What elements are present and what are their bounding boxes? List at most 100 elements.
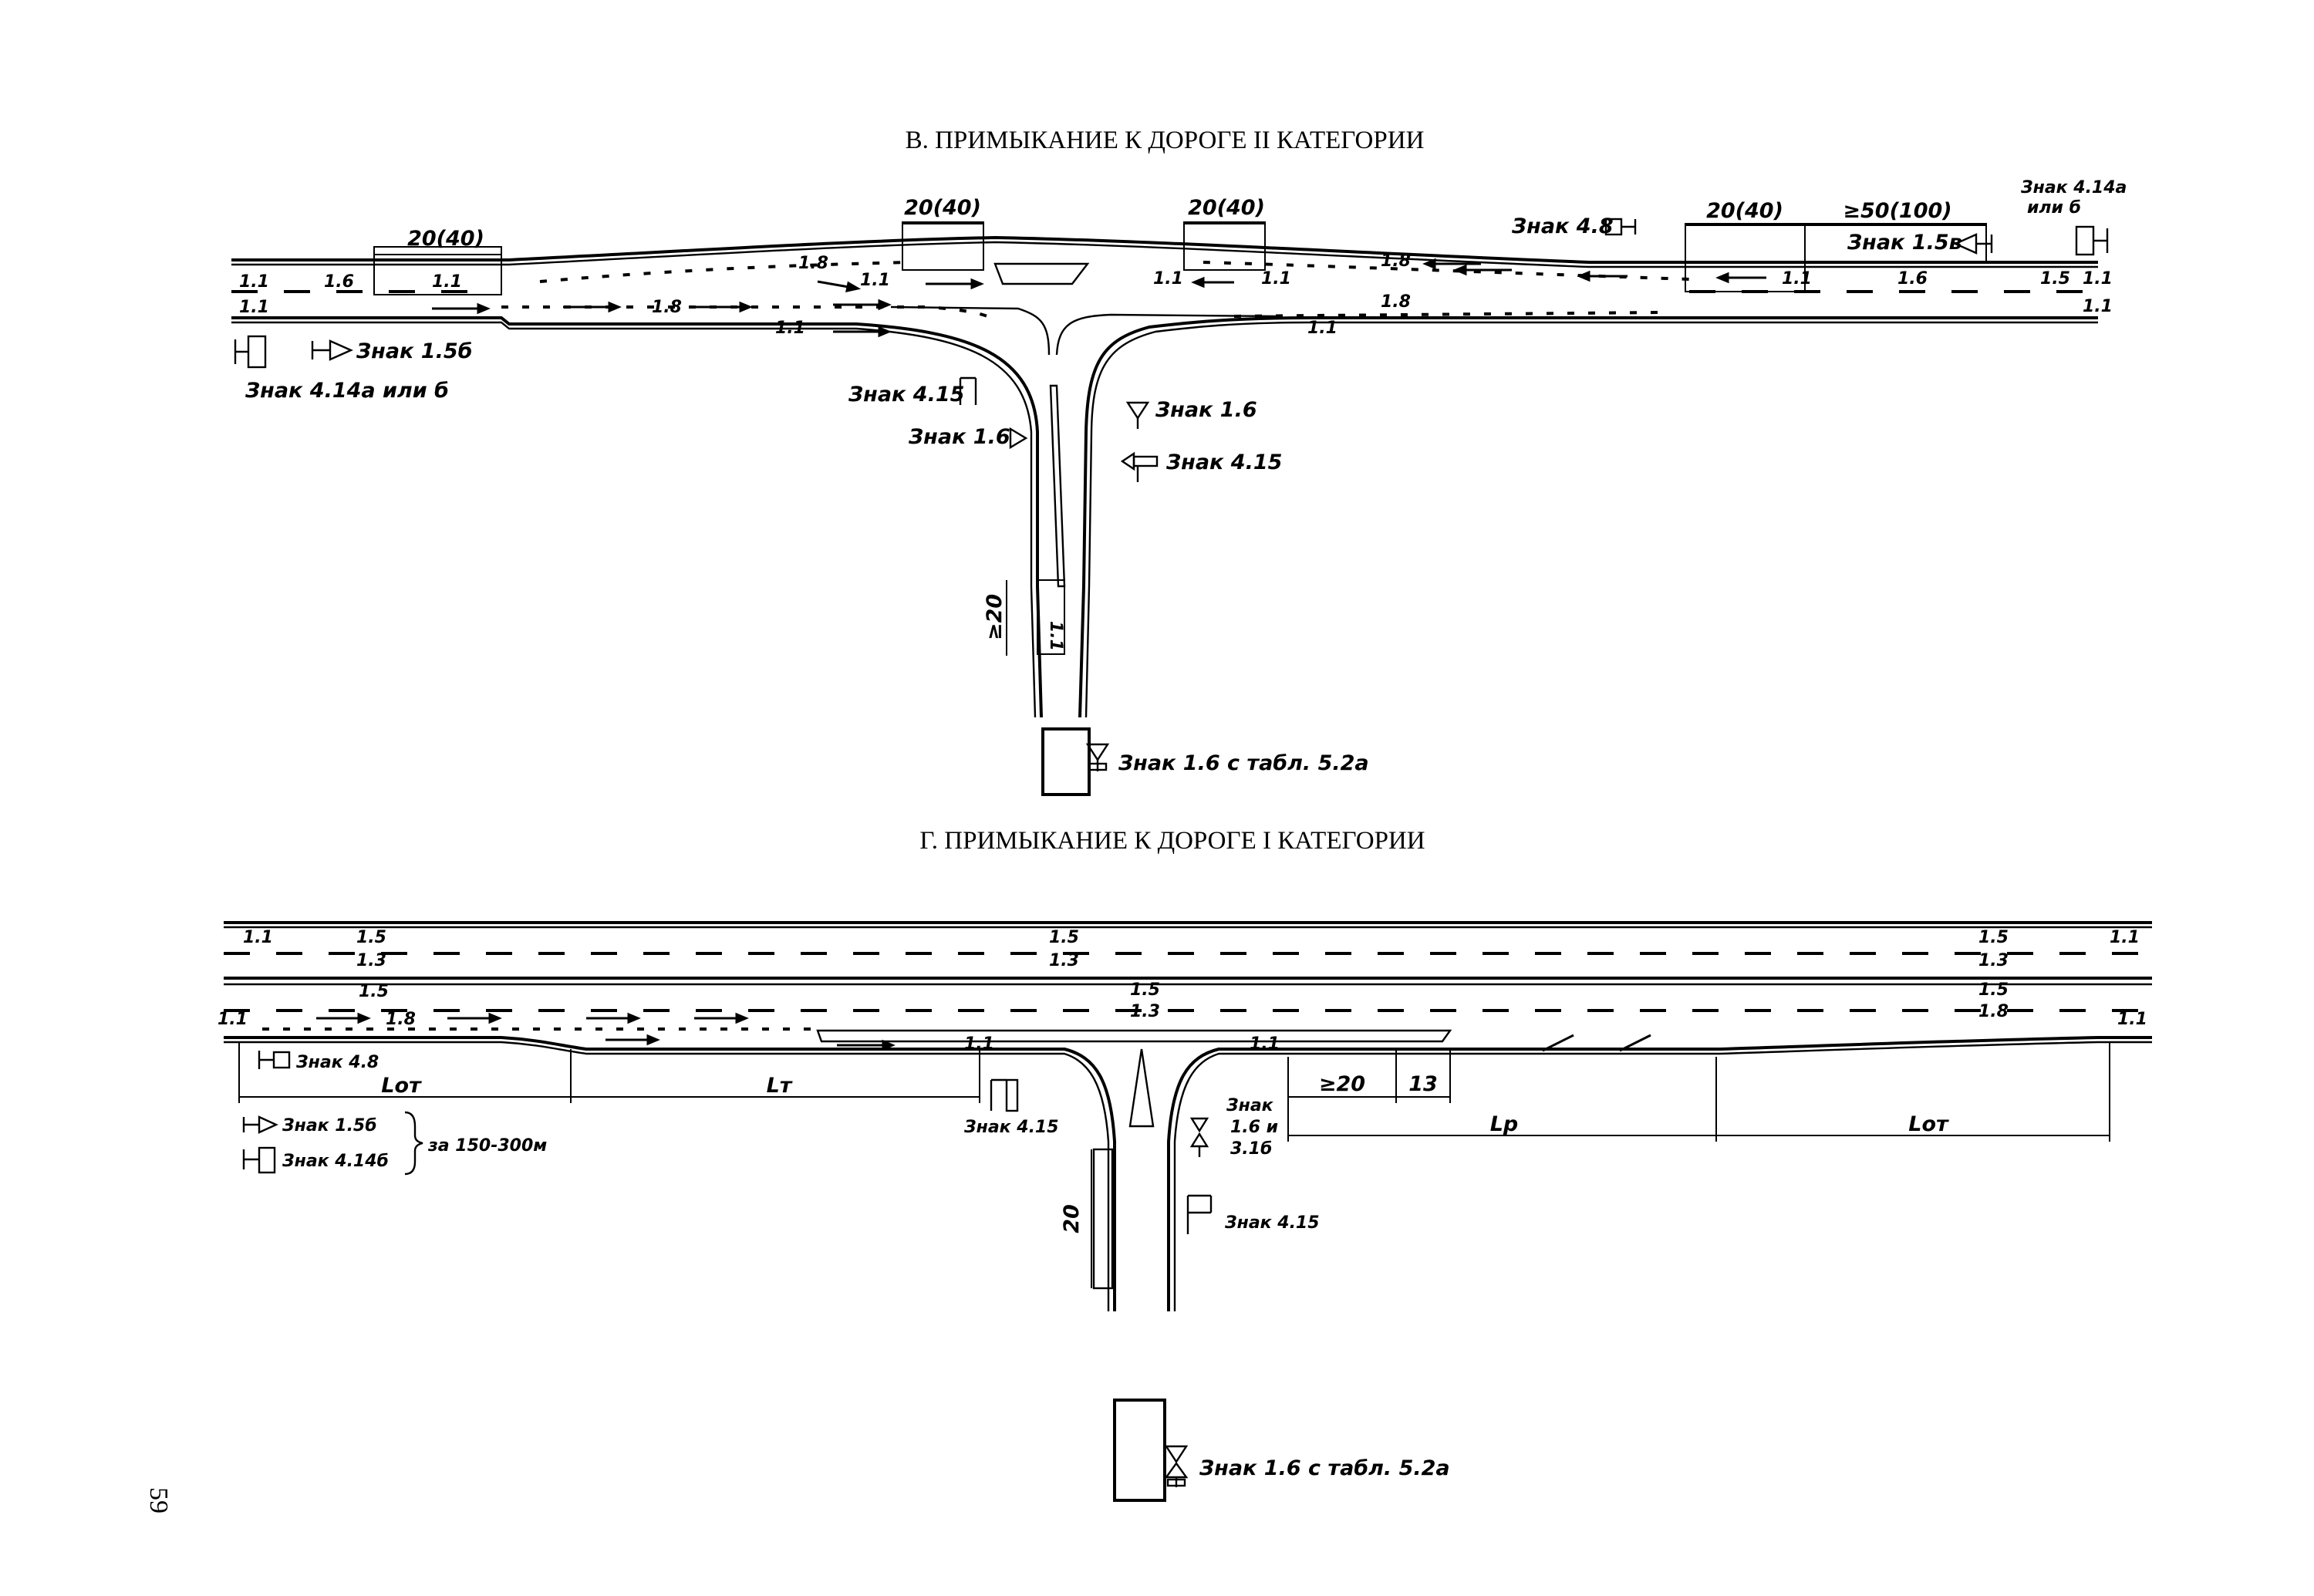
page-number: 59 [144,1487,173,1513]
mark-label: 1.8 [386,1010,416,1029]
dim-box-left [373,246,502,295]
road-g-center-island [1128,1048,1155,1128]
mark-label: 1.1 [1046,621,1065,651]
sign-1-6-3-1b-icon [1189,1117,1209,1157]
mark-label: 1.1 [1307,319,1337,338]
dim-lp: Lр [1490,1112,1519,1136]
road-g-bottom-right-inner [1173,1041,2152,1311]
road-g-bottom-left-inner [224,1041,1110,1311]
range-label: за 150-300м [427,1136,547,1156]
section-v-diagram: В. ПРИМЫКАНИЕ К ДОРОГЕ II КАТЕГОРИИ [231,127,2127,796]
sign-4-14-left-label: Знак 4.14а или б [245,379,449,403]
road-continuation [1041,727,1091,796]
dim-20-40-center-left: 20(40) [904,196,981,220]
mark-label: 1.8 [798,254,828,273]
mark-label: 1.5 [359,982,389,1001]
road-g-continuation [1113,1399,1166,1502]
dim-ge20: ≥20 [1319,1072,1365,1096]
sign-4-14-right-label-a: Знак 4.14а [2020,178,2127,197]
dim-20-40-left: 20(40) [407,227,484,251]
mark-label: 1.1 [1261,269,1291,288]
sign-4-14b-label: Знак 4.14б [282,1152,389,1171]
mark-label: 1.1 [2083,269,2113,288]
traffic-arrows-g [316,1012,1651,1052]
road-g-bottom-left [224,1036,1116,1311]
dim-20-40-right: 20(40) [1706,199,1783,223]
mark-label: 1.1 [1153,269,1183,288]
mark-label: 1.6 [324,272,354,292]
dim-lot-right: Lот [1908,1112,1949,1136]
sign-1-6-line3: 3.1б [1230,1139,1272,1159]
mark-label: 1.8 [652,298,682,317]
mark-label: 1.1 [218,1010,248,1029]
sign-4-15-b-label: Знак 4.15 [1165,450,1282,474]
sign-4-8-icon [1604,218,1637,236]
mark-label: 1.3 [356,951,386,970]
section-g-diagram: Г. ПРИМЫКАНИЕ К ДОРОГЕ I КАТЕГОРИИ 1.1 1… [218,827,2152,1502]
dim-20-40-center-right: 20(40) [1188,196,1265,220]
sign-1-6-a-icon [1009,427,1028,450]
sign-1-5b-label: Знак 1.5б [282,1116,377,1135]
sign-4-15-b-icon [1186,1194,1213,1234]
dim-box-center-left [902,221,984,271]
mark-label: 1.1 [775,319,805,338]
mark-label: 1.5 [1130,980,1160,1000]
road-bottom-edge [231,316,1043,718]
mark-label: 1.5 [1978,928,2009,947]
sign-1-6-tabl-icon [1085,743,1110,771]
road-g-bottom-right [1167,1036,2152,1311]
sign-1-6-a-label: Знак 1.6 [908,425,1010,449]
mark-label: 1.6 [1897,269,1928,288]
road-bottom-edge-right-inner [1084,321,2098,718]
sign-1-6-tabl-label: Знак 1.6 с табл. 5.2а [1118,751,1369,775]
sign-1-5v-icon [1953,233,1993,255]
sign-4-14-left-icon [234,335,267,369]
sign-4-15-a-label: Знак 4.15 [963,1118,1059,1137]
sign-1-5v-label: Знак 1.5в [1847,231,1962,255]
median-island [890,305,1281,356]
mark-label: 1.1 [860,271,890,290]
mark-label: 1.1 [2117,1010,2147,1029]
transition-line-left [501,305,988,318]
mark-label: 1.3 [1049,951,1079,970]
mark-label: 1.1 [239,298,269,317]
sign-4-14-right-icon [2075,225,2109,256]
mark-label: 1.8 [1978,1002,2009,1021]
road-top-edge-inner [231,241,2098,268]
sign-4-15-a-icon [959,376,977,405]
sign-1-6-b-icon [1125,401,1150,420]
sign-4-15-a-icon [990,1078,1019,1112]
sign-1-5b-left-label: Знак 1.5б [356,339,472,363]
vertical-island [1049,384,1066,588]
mark-label: 1.8 [1381,292,1411,312]
mark-label: 1.1 [2110,928,2140,947]
dim-ge20-vertical: ≥20 [983,594,1007,640]
mark-label: 1.3 [1130,1002,1160,1021]
mark-label: 1.8 [1381,251,1411,271]
sign-1-6-tabl-g-icon [1164,1445,1189,1487]
sign-1-5b-icon [242,1115,278,1134]
mark-label: 1.5 [2040,269,2070,288]
road-bottom-edge-inner [231,321,1037,718]
dim-13: 13 [1408,1072,1438,1096]
triangle-island [993,262,1090,285]
sign-4-14b-icon [242,1146,276,1174]
mark-label: 1.1 [432,272,462,292]
mark-label: 1.1 [1782,269,1812,288]
road-bottom-edge-right [1078,316,2098,718]
mark-label: 1.1 [239,272,269,292]
sign-4-8-label: Знак 4.8 [295,1053,379,1072]
mark-label: 1.1 [243,928,273,947]
dim-box-center-right [1183,221,1266,271]
road-g-island [816,1029,1452,1043]
dim-50-100: ≥50(100) [1843,199,1951,223]
sign-4-15-b-icon [1120,451,1159,482]
mark-label: 1.1 [1250,1034,1280,1054]
mark-label: 1.3 [1978,951,2009,970]
dim-lt: Lт [767,1074,793,1098]
mark-label: 1.5 [1978,980,2009,1000]
brace [404,1111,423,1176]
vertical-box-g [1092,1148,1114,1290]
transition-line-top-left [539,261,911,283]
